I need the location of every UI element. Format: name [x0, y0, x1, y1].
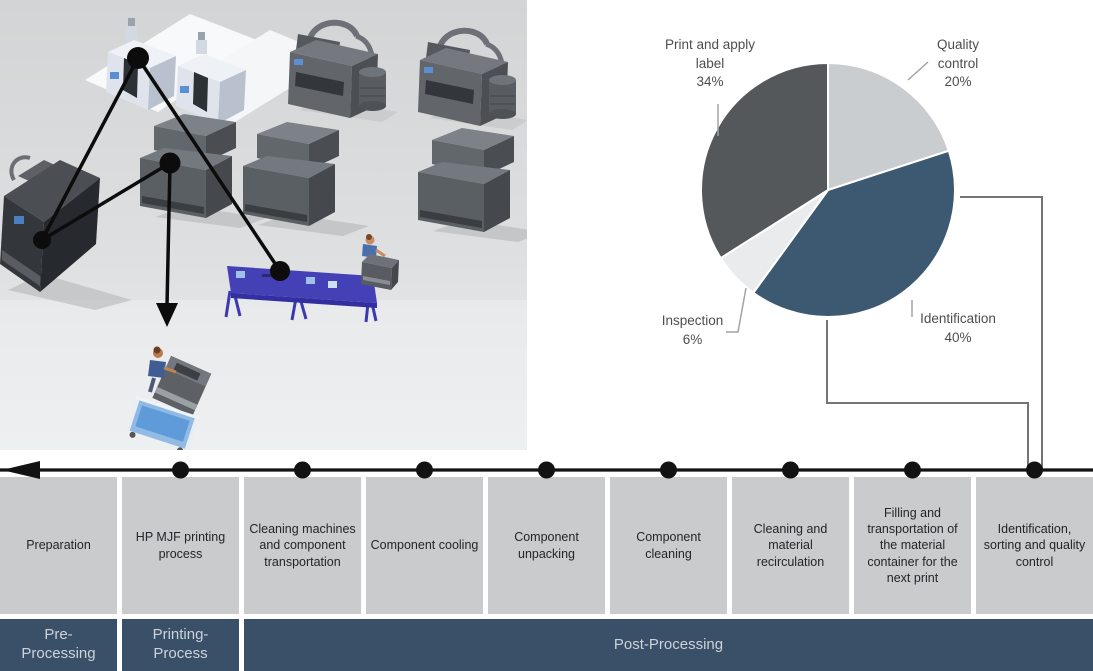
timeline-dot [416, 461, 433, 479]
timeline-steps: Preparation HP MJF printing process Clea… [0, 477, 1093, 614]
phase-pre-processing: Pre- Processing [0, 619, 117, 671]
phase-bar: Pre- Processing Printing- Process Post-P… [0, 619, 1093, 671]
timeline-dots [172, 461, 1043, 479]
pie-slice-print-and-apply-label [700, 61, 829, 260]
timeline-dot [1026, 461, 1043, 479]
pie-label-identification: Identification 40% [920, 311, 996, 345]
connector-pie-right [960, 196, 1043, 470]
link-nodes [33, 47, 290, 281]
step-label: Component cleaning [636, 530, 701, 561]
step-box-filling: Filling and transportation of the materi… [854, 477, 971, 614]
timeline-axis [0, 461, 1093, 479]
link-node-dot [270, 261, 290, 281]
step-label: Filling and transportation of the materi… [867, 505, 958, 585]
step-box-cooling: Component cooling [366, 477, 483, 614]
step-box-cleaning-transport: Cleaning machines and component transpor… [244, 477, 361, 614]
blue-transport-cart-icon [125, 396, 200, 450]
step-box-printing: HP MJF printing process [122, 477, 239, 614]
timeline-dot [904, 461, 921, 479]
timeline-dot [660, 461, 677, 479]
blue-work-table-icon [224, 266, 378, 323]
pie-label-inspection: Inspection 6% [661, 313, 724, 347]
process-link-network [40, 56, 282, 308]
step-box-cleaning: Component cleaning [610, 477, 727, 614]
link-node-dot [127, 47, 149, 69]
step-box-identification: Identification, sorting and quality cont… [976, 477, 1093, 614]
pie-leader-lines [717, 61, 929, 333]
leader-line-inspection [726, 287, 747, 333]
step-label: Preparation [26, 538, 91, 553]
leader-line-quality [907, 61, 929, 81]
link-node-dot [159, 152, 181, 174]
phase-printing-process: Printing- Process [122, 619, 239, 671]
step-label: Component unpacking [514, 530, 579, 561]
timeline-dot [538, 461, 555, 479]
step-label: Cleaning machines and component transpor… [249, 522, 356, 569]
pie-label-quality-control: Quality control 20% [936, 37, 980, 90]
pie-label-print-apply: Print and apply label 34% [664, 37, 756, 90]
factory-scene-illustration [0, 0, 527, 450]
connector-identification [826, 320, 1029, 470]
link-line [165, 161, 172, 308]
step-label: Cleaning and material recirculation [753, 522, 828, 569]
pie-slices [700, 61, 956, 318]
step-label: HP MJF printing process [135, 530, 226, 561]
link-line [40, 56, 140, 242]
pie-to-timeline-connectors [826, 196, 1043, 470]
step-box-unpacking: Component unpacking [488, 477, 605, 614]
link-line [40, 161, 172, 242]
link-node-dot [33, 231, 51, 249]
link-line [136, 56, 282, 273]
pie-slice-identification [751, 149, 956, 318]
pie-chart [700, 61, 1043, 470]
down-arrow-icon [156, 303, 178, 327]
step-box-preparation: Preparation [0, 477, 117, 614]
timeline-dot [294, 461, 311, 479]
timeline-left-arrow-icon [2, 461, 40, 479]
worker-pushing-cart-icon [148, 346, 212, 416]
step-box-recirculation: Cleaning and material recirculation [732, 477, 849, 614]
phase-post-processing: Post-Processing [244, 619, 1093, 671]
step-label: Identification, sorting and quality cont… [983, 522, 1086, 569]
worker-with-cart-icon [361, 234, 399, 290]
timeline-dot [172, 461, 189, 479]
step-label: Component cooling [370, 538, 479, 553]
pie-slice-quality-control [827, 61, 951, 192]
timeline-dot [782, 461, 799, 479]
